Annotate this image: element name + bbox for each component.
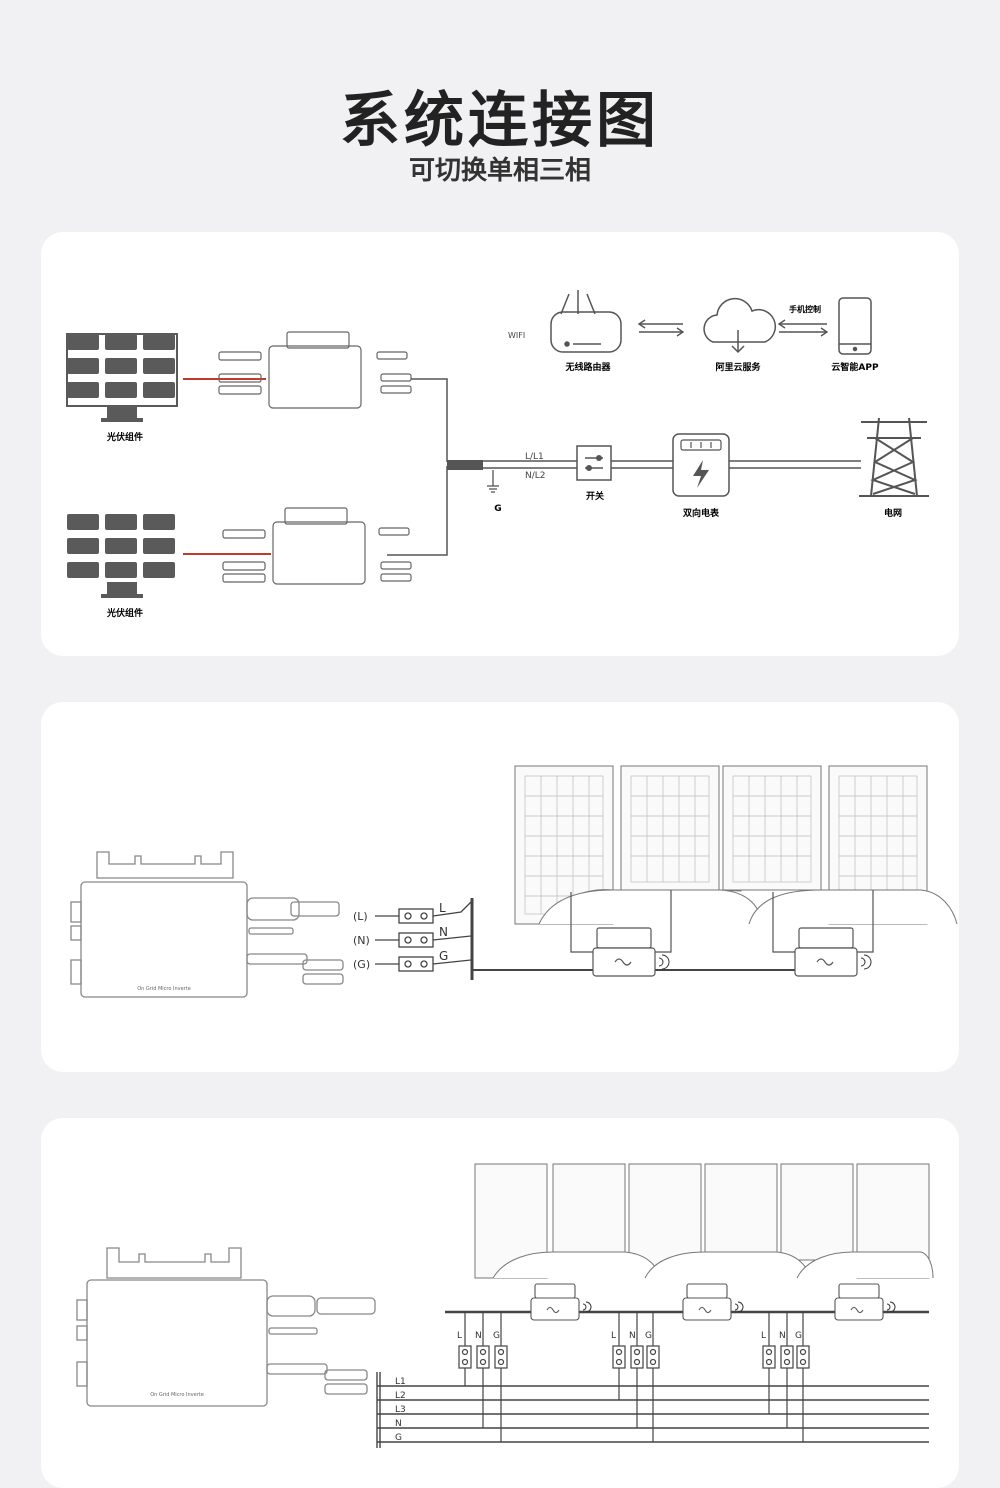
micro-inverter-2 bbox=[794, 927, 858, 977]
wireless-icons-3p bbox=[582, 1301, 896, 1313]
g1-l: L bbox=[457, 1331, 462, 1341]
micro-inverter-1 bbox=[592, 927, 656, 977]
bus-label-l1: L1 bbox=[395, 1377, 406, 1387]
switch-icon bbox=[576, 445, 612, 481]
term-l: L bbox=[439, 901, 446, 915]
cloud-icon bbox=[703, 297, 777, 354]
panel-arches-3p bbox=[492, 1251, 934, 1279]
solar-panels-3p bbox=[474, 1163, 930, 1279]
panel-arches bbox=[538, 889, 958, 925]
micro-inverter-3p-1 bbox=[530, 1283, 580, 1321]
bracket-n: (N) bbox=[353, 934, 370, 947]
router-label: 无线路由器 bbox=[564, 361, 611, 373]
bracket-g: (G) bbox=[353, 958, 370, 971]
micro-inverter-3p-2 bbox=[682, 1283, 732, 1321]
wifi-label: WIFI bbox=[508, 331, 525, 340]
breaker-group-2 bbox=[612, 1312, 660, 1442]
ground-symbol bbox=[487, 470, 499, 493]
wireless-icons bbox=[658, 954, 872, 970]
line-l-label: L/L1 bbox=[525, 452, 544, 462]
g1-n: N bbox=[475, 1331, 482, 1341]
single-phase-card: On Grid Micro Inverte (L) (N) (G) L N G bbox=[41, 702, 959, 1072]
g3-n: N bbox=[779, 1331, 786, 1341]
micro-inverter-bottom bbox=[222, 507, 412, 585]
terminal-block bbox=[375, 901, 472, 972]
app-label: 云智能APP bbox=[831, 361, 879, 373]
cable-bundle bbox=[447, 460, 483, 470]
term-g: G bbox=[439, 949, 448, 963]
pv-label-top: 光伏组件 bbox=[106, 431, 143, 443]
breaker-group-3 bbox=[762, 1312, 810, 1442]
power-tower-icon bbox=[859, 417, 929, 497]
breaker-group-1 bbox=[458, 1312, 508, 1442]
line-n-label: N/L2 bbox=[525, 471, 546, 481]
bus-label-l3: L3 bbox=[395, 1405, 406, 1415]
large-inverter bbox=[70, 851, 344, 998]
g1-g: G bbox=[493, 1331, 500, 1341]
g2-g: G bbox=[645, 1331, 652, 1341]
system-connection-card: 光伏组件 光伏组件 bbox=[41, 232, 959, 656]
inverter-caption: On Grid Micro Inverte bbox=[137, 986, 191, 992]
bracket-l: (L) bbox=[353, 910, 368, 923]
pv-panel-top bbox=[66, 333, 178, 422]
cloud-label: 阿里云服务 bbox=[715, 361, 761, 373]
phone-icon bbox=[838, 297, 872, 355]
ac-trunk-cable bbox=[387, 378, 448, 556]
ground-label: G bbox=[494, 504, 501, 514]
exchange-arrows-2 bbox=[777, 319, 829, 337]
single-phase-diagram: On Grid Micro Inverte (L) (N) (G) L N G bbox=[70, 765, 958, 998]
exchange-arrows-1 bbox=[637, 319, 685, 337]
g3-g: G bbox=[795, 1331, 802, 1341]
router-icon bbox=[550, 290, 622, 353]
pv-label-bottom: 光伏组件 bbox=[106, 607, 143, 619]
phone-control-label: 手机控制 bbox=[789, 304, 821, 314]
g3-l: L bbox=[761, 1331, 766, 1341]
meter-label: 双向电表 bbox=[683, 507, 720, 519]
g2-n: N bbox=[629, 1331, 636, 1341]
micro-inverter-top bbox=[218, 331, 412, 409]
large-inverter-3p bbox=[76, 1247, 376, 1407]
micro-inverter-3p-3 bbox=[834, 1283, 884, 1321]
bus-label-n: N bbox=[395, 1419, 402, 1429]
inverter-caption-3p: On Grid Micro Inverte bbox=[150, 1392, 204, 1398]
bus-label-g: G bbox=[395, 1433, 402, 1443]
panel-drop-wires bbox=[570, 890, 874, 953]
term-n: N bbox=[439, 925, 448, 939]
page-title: 系统连接图 bbox=[340, 86, 660, 156]
system-connection-diagram: 光伏组件 光伏组件 bbox=[66, 290, 929, 619]
meter-icon bbox=[672, 433, 730, 497]
switch-label: 开关 bbox=[586, 490, 604, 502]
g2-l: L bbox=[611, 1331, 616, 1341]
three-phase-diagram: On Grid Micro Inverte L1 L2 L3 N G bbox=[76, 1163, 934, 1448]
bus-label-l2: L2 bbox=[395, 1391, 406, 1401]
page-subtitle: 可切换单相三相 bbox=[408, 156, 591, 186]
three-phase-card: On Grid Micro Inverte L1 L2 L3 N G bbox=[41, 1118, 959, 1488]
pv-panel-bottom bbox=[67, 514, 175, 598]
grid-label: 电网 bbox=[884, 507, 902, 519]
